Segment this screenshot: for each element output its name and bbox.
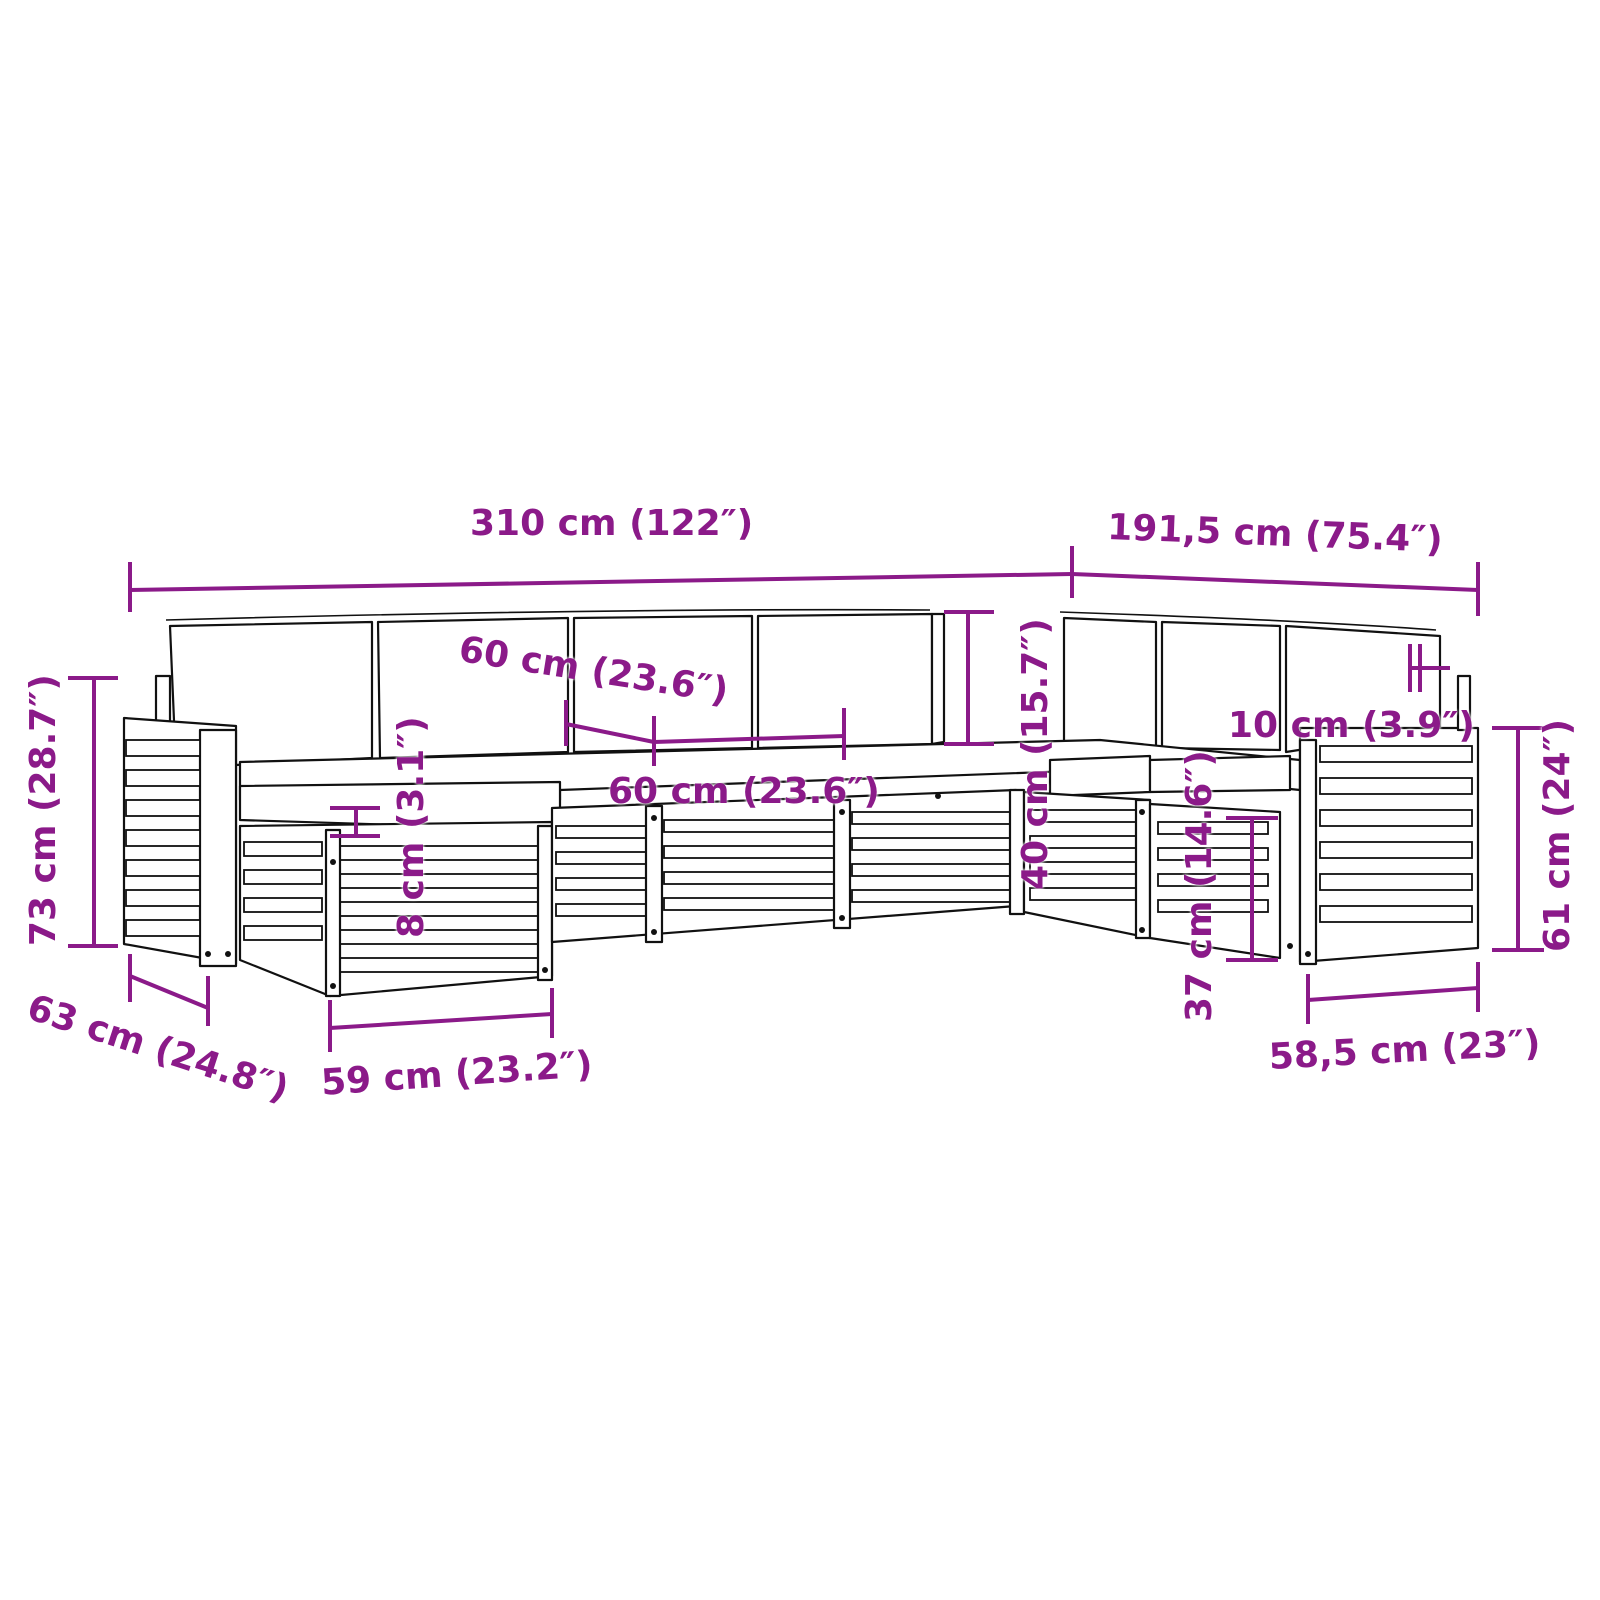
label-total-height: 73 cm (28.7″) [23, 674, 64, 946]
label-seat-height: 37 cm (14.6″) [1179, 750, 1220, 1022]
seat-cushions [238, 738, 1302, 832]
label-backrest-height: 40 cm (15.7″) [1015, 618, 1056, 890]
dimension-lines [68, 546, 1544, 1052]
right-modules [1022, 790, 1282, 960]
label-total-length: 310 cm (122″) [470, 503, 754, 544]
right-armrest [1287, 674, 1480, 966]
front-module [238, 820, 554, 998]
left-armrest [122, 716, 238, 968]
label-seat-width: 60 cm (23.6″) [608, 771, 880, 812]
label-armrest-width: 10 cm (3.9″) [1228, 705, 1475, 746]
label-armrest-height: 61 cm (24″) [1537, 718, 1578, 952]
label-seat-cushion-thickness: 8 cm (3.1″) [391, 716, 432, 938]
middle-modules [550, 788, 1026, 944]
